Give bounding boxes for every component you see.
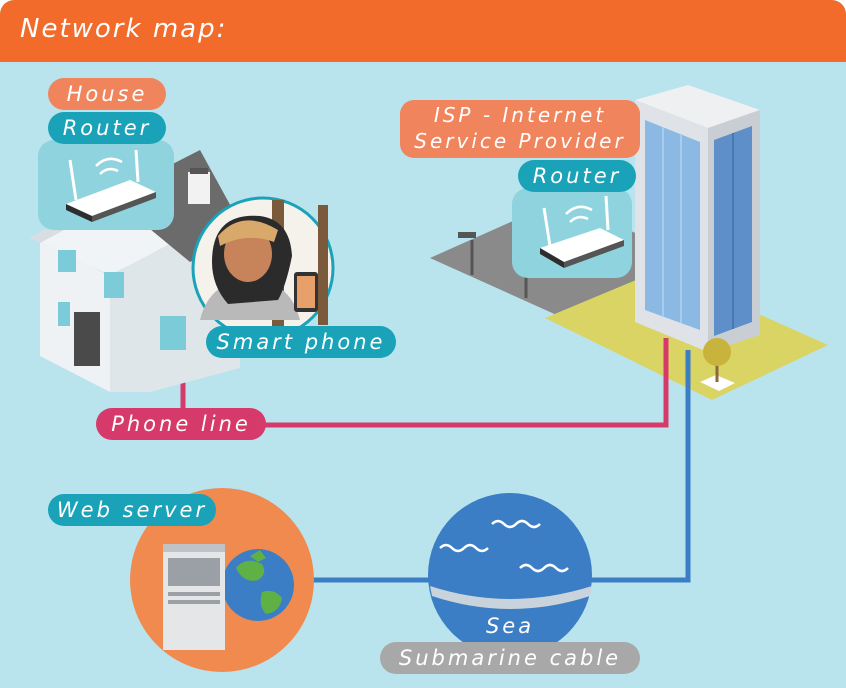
isp-label-line1: ISP - Internet	[433, 103, 607, 127]
web-server-label: Web server	[48, 494, 216, 526]
smart-phone-user-icon	[191, 196, 335, 340]
sea-globe-icon	[428, 493, 592, 657]
house-router-card	[38, 140, 174, 230]
isp-label: ISP - Internet Service Provider	[400, 100, 640, 158]
tree-icon	[700, 338, 735, 391]
house-label: House	[48, 78, 166, 110]
smart-phone-label: Smart phone	[206, 326, 396, 358]
web-server-icon	[130, 488, 314, 672]
house-router-label: Router	[48, 112, 166, 144]
sea-label: Sea	[485, 614, 535, 638]
phone-line-cable	[180, 338, 669, 428]
isp-cable	[590, 350, 691, 583]
isp-building-icon	[635, 85, 760, 352]
phone-line-label: Phone line	[96, 408, 266, 440]
submarine-cable-label: Submarine cable	[380, 642, 640, 674]
isp-router-label: Router	[518, 160, 636, 192]
isp-router-card	[512, 188, 632, 278]
header-bar: Network map:	[0, 0, 846, 62]
page-title: Network map:	[20, 14, 228, 44]
isp-label-line2: Service Provider	[414, 129, 626, 153]
